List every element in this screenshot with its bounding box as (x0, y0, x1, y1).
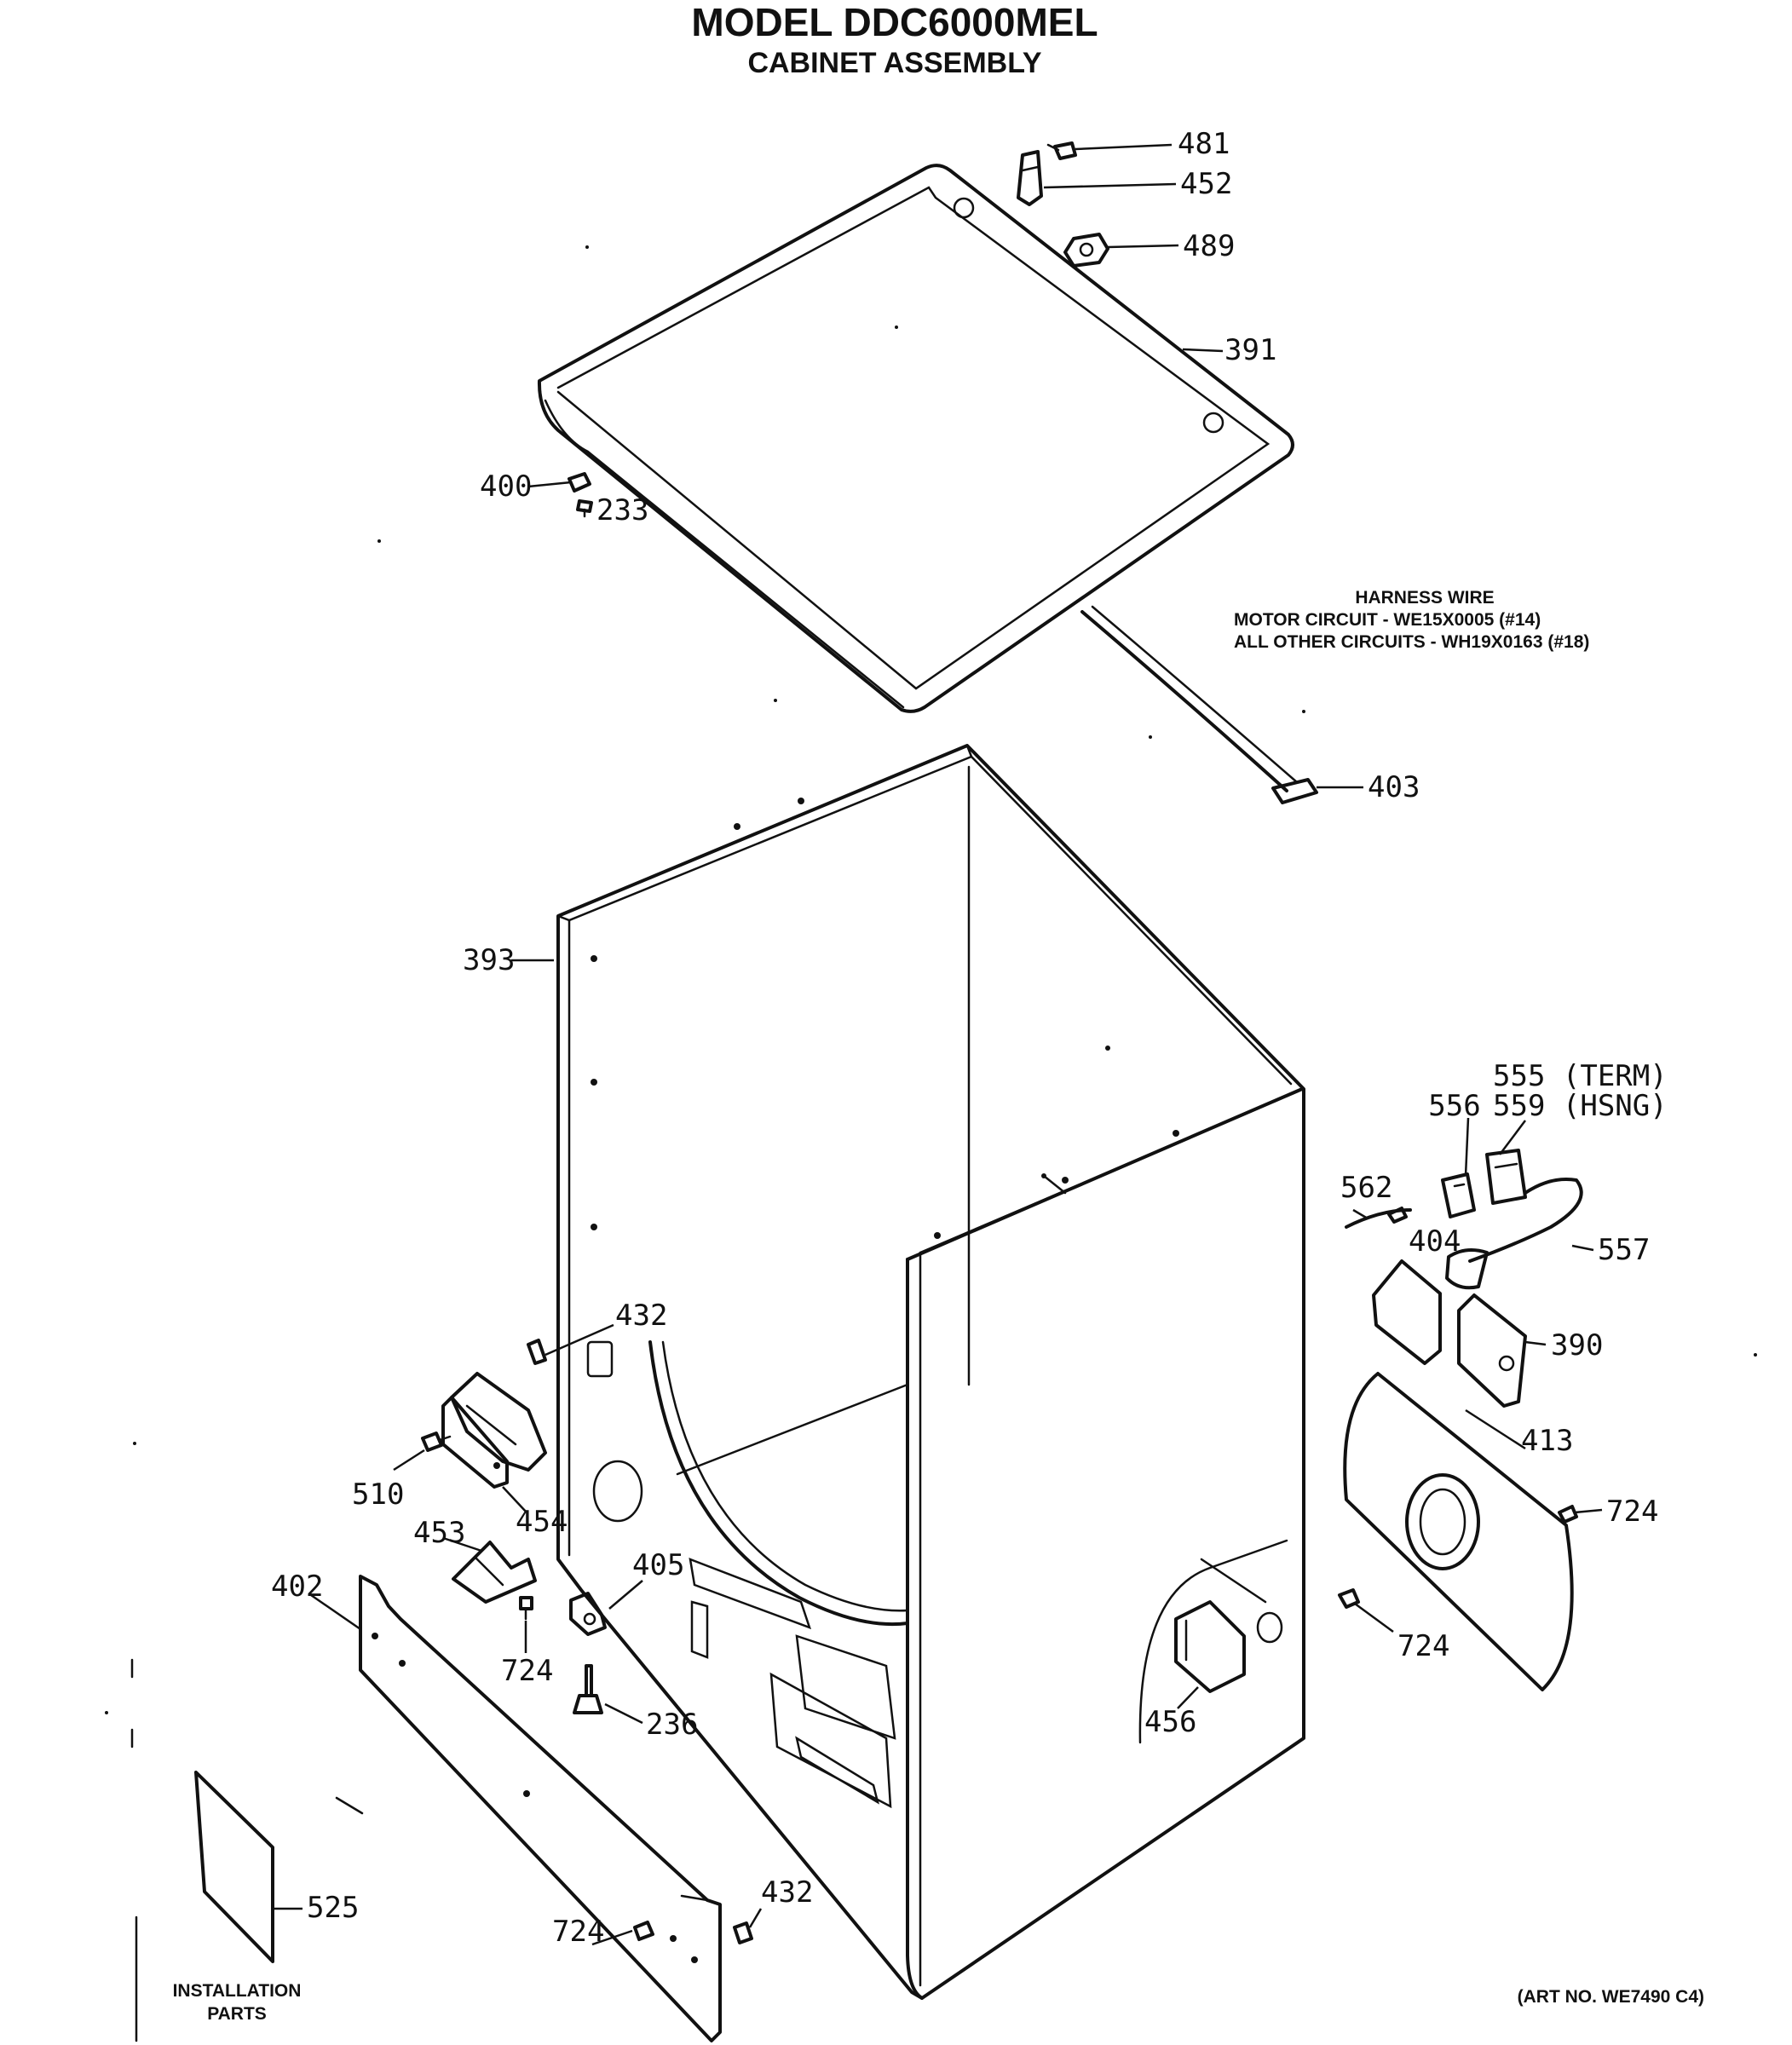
terminal-block-556 (1441, 1172, 1476, 1218)
cabinet-body (556, 744, 1305, 2000)
callout-724-mid: 724 (501, 1654, 553, 1688)
callout-393: 393 (463, 943, 515, 977)
clip-432-upper (527, 1339, 547, 1365)
callout-724-right: 724 (1606, 1495, 1658, 1529)
assembly-title: CABINET ASSEMBLY (747, 47, 1041, 79)
callout-391: 391 (1224, 333, 1276, 367)
toe-kick-panel (359, 1575, 722, 2042)
callout-233: 233 (596, 493, 648, 527)
terminal-housing-559 (1485, 1149, 1527, 1205)
clip-432-lower (733, 1921, 753, 1944)
harness-note-line2: ALL OTHER CIRCUITS - WH19X0163 (#18) (1234, 632, 1589, 652)
bracket-404 (1372, 1259, 1442, 1365)
leader-lines (274, 143, 1603, 1946)
screw-724-rear (1338, 1588, 1360, 1609)
callout-236: 236 (646, 1708, 698, 1742)
callout-555: 555 (TERM) (1493, 1059, 1668, 1093)
callout-432-lower: 432 (761, 1875, 813, 1910)
callout-405: 405 (632, 1548, 684, 1582)
installation-parts-line1: INSTALLATION (173, 1981, 302, 2001)
strike-453 (452, 1541, 537, 1604)
glide-400 (568, 472, 591, 493)
harness-wire (1080, 605, 1318, 804)
callout-724-rear: 724 (1397, 1629, 1449, 1663)
callout-556: 556 (1428, 1089, 1480, 1123)
installation-parts-bag (194, 1771, 274, 1963)
clip-489 (1063, 233, 1109, 268)
screw-233 (576, 499, 593, 518)
callout-454: 454 (516, 1505, 568, 1539)
bracket-456 (1174, 1600, 1246, 1693)
installation-parts-line2: PARTS (207, 2004, 267, 2024)
callout-510: 510 (352, 1478, 404, 1512)
rear-panel (1343, 1372, 1574, 1691)
callout-402: 402 (271, 1570, 323, 1604)
harness-wire-note: HARNESS WIRE MOTOR CIRCUIT - WE15X0005 (… (1234, 588, 1589, 652)
callout-452: 452 (1180, 167, 1232, 201)
art-number: (ART NO. WE7490 C4) (1518, 1987, 1704, 2007)
stray-marks (105, 245, 1757, 2042)
callout-481: 481 (1178, 127, 1230, 161)
plate-390 (1457, 1293, 1527, 1408)
callout-724-bottom: 724 (552, 1915, 604, 1949)
callout-404: 404 (1409, 1224, 1461, 1259)
installation-parts-label: INSTALLATION PARTS (173, 1981, 302, 2024)
callout-413: 413 (1521, 1424, 1573, 1458)
callouts: 481 452 489 391 400 233 403 393 555 (TER… (271, 127, 1668, 1949)
callout-432-upper: 432 (615, 1299, 667, 1333)
callout-400: 400 (480, 469, 532, 504)
harness-note-heading: HARNESS WIRE (1355, 588, 1494, 608)
power-cord-557 (1445, 1178, 1583, 1290)
callout-525: 525 (307, 1891, 359, 1925)
callout-453: 453 (413, 1516, 465, 1550)
callout-559: 559 (HSNG) (1493, 1089, 1668, 1123)
model-title: MODEL DDC6000MEL (691, 0, 1098, 44)
wire-562 (1345, 1207, 1412, 1229)
callout-390: 390 (1551, 1328, 1603, 1362)
bracket-405 (569, 1592, 607, 1636)
callout-489: 489 (1183, 229, 1235, 263)
latch-454 (441, 1372, 547, 1489)
callout-403: 403 (1368, 770, 1420, 804)
hinge-452 (1017, 150, 1043, 206)
screw-510 (421, 1432, 452, 1452)
screw-724-right (1558, 1505, 1578, 1524)
callout-557: 557 (1598, 1233, 1650, 1267)
screw-724-bottom (633, 1921, 654, 1941)
callout-456: 456 (1144, 1705, 1196, 1739)
top-panel (537, 164, 1294, 713)
harness-note-line1: MOTOR CIRCUIT - WE15X0005 (#14) (1234, 610, 1541, 630)
screw-481 (1046, 141, 1077, 160)
leg-236 (573, 1664, 603, 1714)
screw-724-mid (519, 1596, 533, 1621)
callout-562: 562 (1340, 1171, 1392, 1205)
